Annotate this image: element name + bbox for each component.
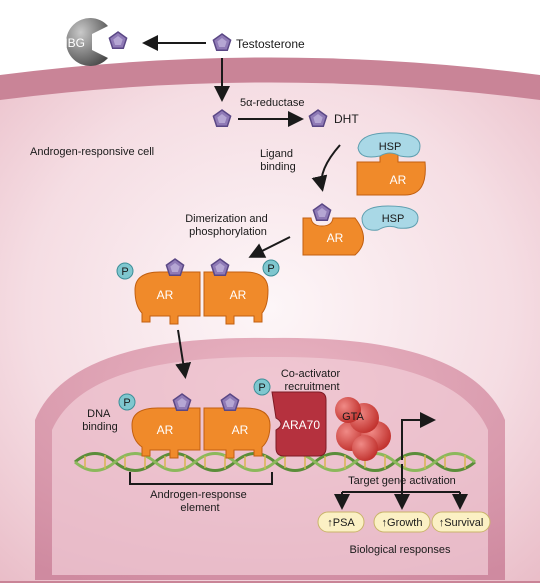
growth-response: ↑Growth [373, 511, 431, 533]
growth-label: ↑Growth [382, 517, 423, 529]
dna-binding-label: DNA binding [82, 408, 117, 433]
phosphate-1: P [116, 262, 134, 280]
ar-dimer-dna: AR AR [131, 407, 271, 459]
ara70-coactivator: ARA70 [271, 391, 327, 457]
cell-label: Androgen-responsive cell [30, 146, 154, 158]
phosphate-2: P [262, 259, 280, 277]
dimerization-label: Dimerization and phosphorylation [185, 213, 271, 238]
testosterone-label: Testosterone [236, 37, 305, 51]
psa-response: ↑PSA [317, 511, 365, 533]
hsp-label-1: HSP [379, 141, 402, 153]
testosterone-icon [212, 33, 232, 52]
svg-text:P: P [121, 266, 128, 278]
gta-complex: GTA [335, 397, 391, 461]
ligand-binding-label: Ligand binding [260, 148, 296, 173]
gta-label: GTA [342, 411, 364, 423]
ara70-label: ARA70 [282, 418, 320, 432]
ar-dimer-cytoplasm: AR AR [134, 271, 269, 325]
survival-response: ↑Survival [431, 511, 491, 533]
biological-responses-label: Biological responses [350, 544, 451, 556]
shbg-protein: SHBG [51, 18, 108, 67]
ar-label-1: AR [390, 173, 407, 187]
hsp-label-2: HSP [382, 213, 405, 225]
hormone-in-shbg-icon [108, 31, 128, 50]
ar-label-4: AR [230, 288, 247, 302]
ar-hsp-complex: AR HSP [356, 132, 426, 196]
ar-label-5: AR [157, 423, 174, 437]
ar-label-3: AR [157, 288, 174, 302]
svg-text:P: P [258, 382, 265, 394]
coactivator-label: Co-activator recruitment [281, 368, 343, 393]
ar-label-6: AR [232, 423, 249, 437]
svg-text:P: P [123, 397, 130, 409]
phosphate-4: P [253, 378, 271, 396]
ar-label-2: AR [327, 231, 344, 245]
reductase-label: 5α-reductase [240, 97, 304, 109]
survival-label: ↑Survival [439, 517, 484, 529]
are-label: Androgen-response element [150, 489, 250, 514]
hsp-released: HSP [361, 205, 419, 231]
psa-label: ↑PSA [327, 517, 355, 529]
ar-liganded: AR [302, 217, 364, 256]
svg-text:P: P [267, 263, 274, 275]
dht-label: DHT [334, 112, 359, 126]
shbg-label: SHBG [51, 36, 85, 50]
phosphate-3: P [118, 393, 136, 411]
